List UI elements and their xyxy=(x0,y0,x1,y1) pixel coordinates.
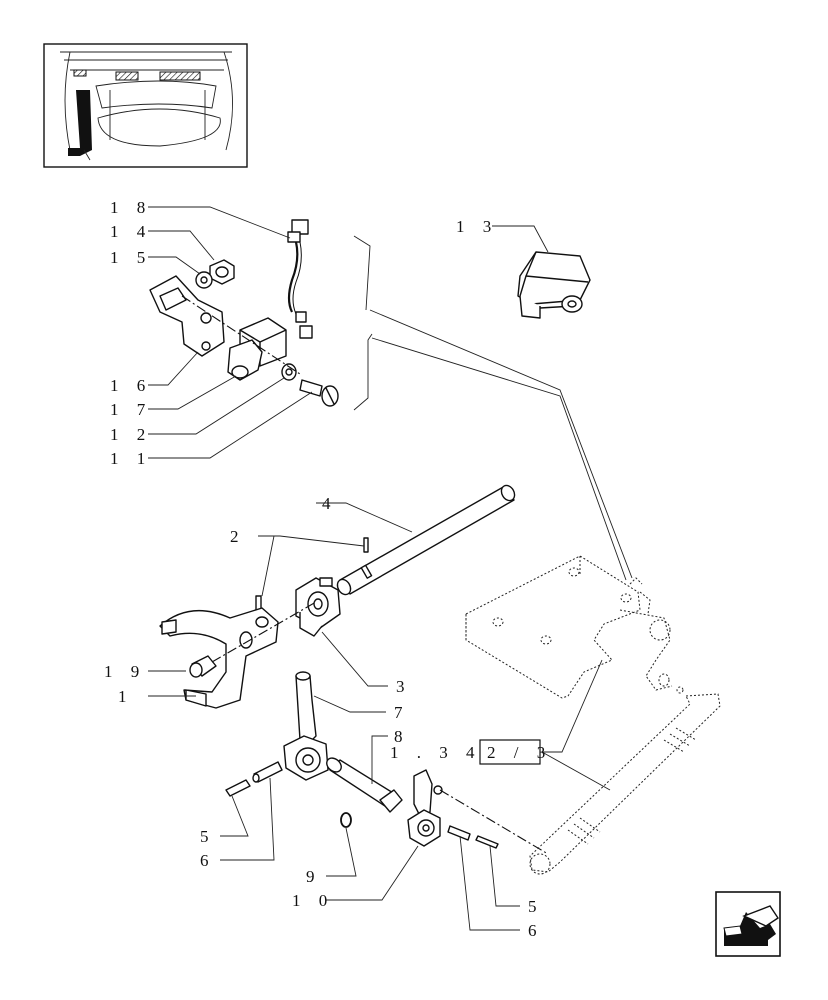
label-7: 7 xyxy=(394,703,410,722)
label-15: 1 5 xyxy=(110,248,152,267)
shift-fork xyxy=(159,601,317,709)
reference-page[interactable]: 2 / 3 xyxy=(487,743,552,762)
lever-10 xyxy=(407,769,549,855)
label-11: 1 1 xyxy=(110,449,152,468)
label-13: 1 3 xyxy=(456,217,498,236)
selector-lever xyxy=(225,671,403,828)
housing-outline xyxy=(465,555,721,875)
leader-lines xyxy=(148,206,633,931)
label-9: 9 xyxy=(306,867,322,886)
label-5-right: 5 xyxy=(528,897,544,916)
label-17: 1 7 xyxy=(110,400,152,419)
label-12: 1 2 xyxy=(110,425,152,444)
label-10: 1 0 xyxy=(292,891,334,910)
part-labels: 1 8 1 4 1 5 1 6 1 7 1 2 1 1 1 3 4 2 3 1 … xyxy=(104,198,552,940)
label-18: 1 8 xyxy=(110,198,152,217)
label-14: 1 4 xyxy=(110,222,152,241)
shift-rod xyxy=(255,484,516,613)
switch-assembly xyxy=(149,219,373,411)
reference-prefix: 1 . 3 4 . xyxy=(390,743,504,762)
location-thumbnail xyxy=(43,43,248,168)
label-16: 1 6 xyxy=(110,376,152,395)
label-4: 4 xyxy=(322,494,338,513)
back-arrow-icon[interactable] xyxy=(715,891,781,957)
label-8: 8 xyxy=(394,727,410,746)
label-6-left: 6 xyxy=(200,851,216,870)
switch-13 xyxy=(517,251,591,319)
label-19: 1 9 xyxy=(104,662,146,681)
label-5-left: 5 xyxy=(200,827,216,846)
label-6-right: 6 xyxy=(528,921,544,940)
label-2: 2 xyxy=(230,527,246,546)
label-3: 3 xyxy=(396,677,412,696)
label-1: 1 xyxy=(118,687,134,706)
reference-box[interactable] xyxy=(479,739,541,765)
lever-3 xyxy=(295,577,341,637)
